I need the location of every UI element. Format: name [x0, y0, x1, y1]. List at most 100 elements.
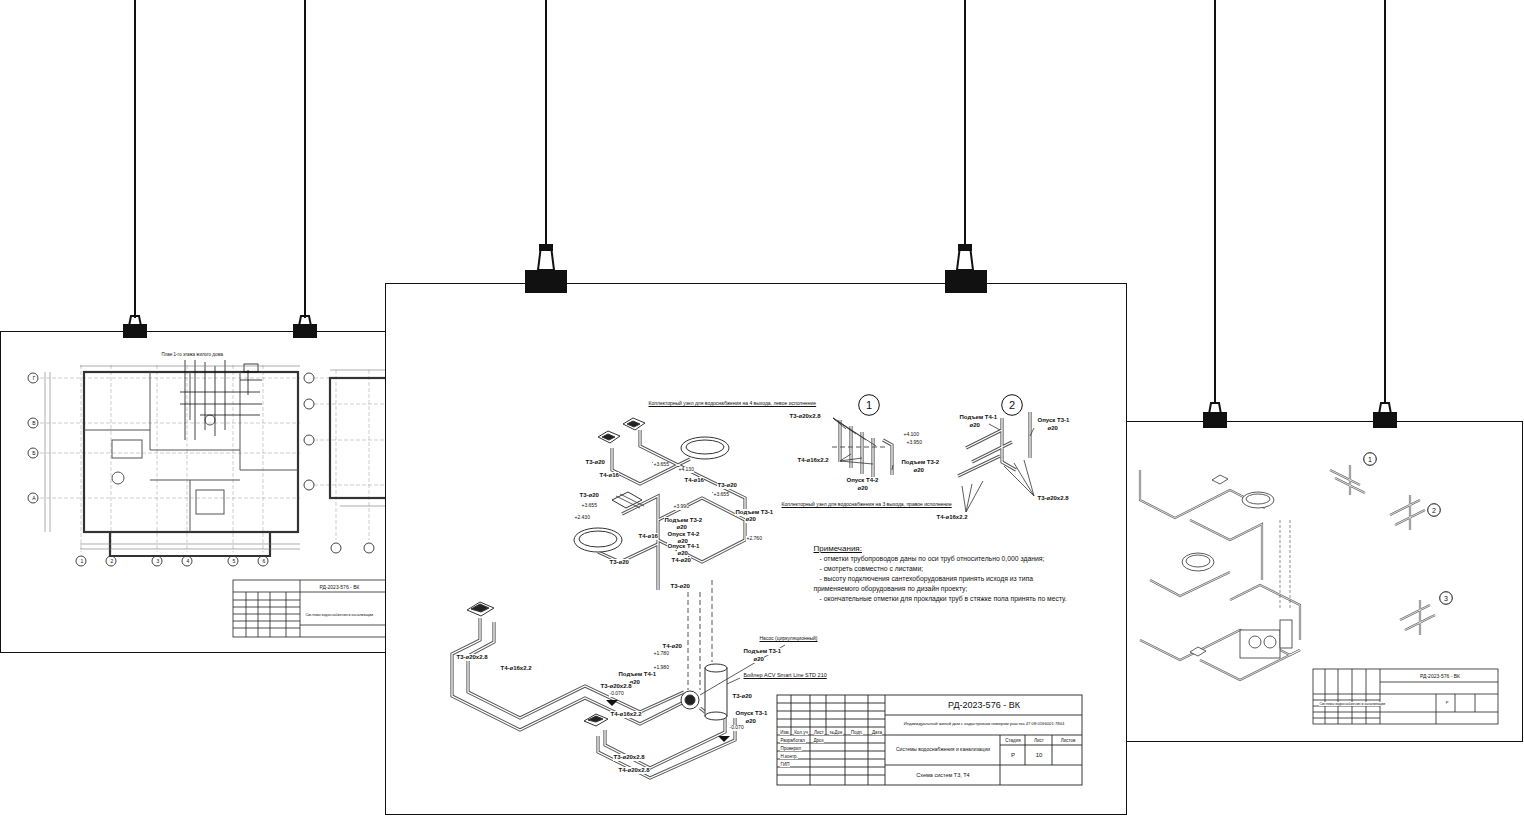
drawing-text: ø20	[745, 718, 756, 725]
drawing-text: Примечания:	[813, 544, 862, 553]
drawing-text: 3	[156, 559, 160, 565]
drawing-text: +1.780	[653, 651, 669, 657]
drawing-text: Р	[1010, 752, 1015, 759]
drawing-text: Коллекторный узел для водоснабжения на 3…	[781, 502, 952, 508]
drawing-text: +4.130	[678, 467, 694, 473]
drawing-text: 2	[110, 559, 114, 565]
drawing-text: РД-2023-576 - ВК	[319, 585, 360, 591]
drawing-text: Опуск Т4-2	[667, 531, 700, 538]
drawing-text: Коллекторный узел для водоснабжения на 4…	[648, 401, 817, 407]
drawing-text: Т4-ø16х2.2	[797, 457, 829, 464]
drawing-text: Т4-ø16	[638, 533, 658, 540]
drawing-text: Т3-ø20х2.8	[613, 754, 645, 761]
drawing-text: В	[32, 421, 36, 427]
drawing-text: Т3-ø20х2.8	[789, 413, 821, 420]
drawing-text: ø20	[676, 524, 687, 531]
drawing-text: - высоту подключения сантехоборудования …	[819, 575, 1033, 583]
drawing-text: Т3-ø20х2.8	[1037, 495, 1069, 502]
drawing-text: ø20	[677, 550, 688, 557]
drawing-text: ø20	[857, 485, 868, 492]
drawing-text: Системы водоснабжения и канализации	[896, 747, 991, 753]
drawing-text: Т3-ø20х2.8	[456, 654, 488, 661]
drawing-text: Подъем Т3-2	[664, 517, 703, 524]
drawing-text: Т4-ø16	[684, 477, 704, 484]
drawing-text: Подъем Т3-1	[735, 509, 774, 516]
drawing-text: - отметки трубопроводов даны по оси труб…	[819, 555, 1045, 563]
drawing-text: Индивидуальный жилой дом с кадастровым н…	[903, 722, 1064, 727]
drawing-text: №Док	[829, 730, 842, 735]
drawing-text: ø20	[913, 467, 924, 474]
drawing-text: Системы водоснабжения и канализации	[305, 613, 374, 617]
drawing-text: +3.655	[581, 503, 597, 509]
drawing-text: +1.980	[653, 665, 669, 671]
drawing-text: Р	[1445, 701, 1449, 706]
drawing-text: Т3-ø20	[732, 693, 752, 700]
drawing-text: ø20	[745, 516, 756, 523]
callout-number: 2	[1432, 507, 1436, 514]
drawing-text: -0.070	[729, 725, 744, 731]
drawing-text: +2.430	[574, 515, 590, 521]
drawing-text: 4	[186, 559, 190, 565]
drawing-text: ø20	[753, 656, 764, 663]
isometric-pipe-scheme	[385, 283, 1127, 815]
drawing-text: - смотреть совместно с листами;	[819, 565, 924, 573]
drawing-text: РД-2023-576 - ВК	[948, 700, 1021, 710]
drawing-text: Т4-ø20	[662, 643, 682, 650]
drawing-text: Н.контр.	[780, 754, 798, 759]
drawing-text: Т4-ø16х2.2	[500, 665, 532, 672]
drawing-text: -0.070	[609, 691, 624, 697]
callout-number: 2	[1009, 400, 1015, 411]
drawing-text: Кол.уч	[794, 730, 809, 735]
drawing-text: Т3-ø20	[585, 459, 605, 466]
drawing-text: +4.100	[903, 432, 919, 438]
drawing-text: ø20	[1047, 425, 1058, 432]
drawing-text: Системы водоснабжения и канализации	[1319, 702, 1386, 706]
drawing-text: +3.950	[906, 440, 922, 446]
callout-number: 1	[866, 400, 872, 411]
drawing-text: Т3-ø20	[717, 482, 737, 489]
drawing-text: Т3-ø20	[579, 492, 599, 499]
drawing-text: +2.760	[746, 536, 762, 542]
drawing-text: Т4-ø16х2.2	[936, 514, 968, 521]
drawing-text: Опуск Т4-1	[667, 543, 700, 550]
drawing-text: Бойлер ACV Smart Line STD 210	[743, 672, 827, 678]
drawing-text: ø20	[969, 422, 980, 429]
drawing-text: Г	[32, 376, 36, 382]
drawing-text: +3.655	[653, 462, 669, 468]
drawing-text: 10	[1035, 752, 1043, 759]
drawing-text: Дата	[872, 730, 883, 735]
drawing-text: Подъем Т3-1	[743, 648, 782, 655]
drawing-text: Изм.	[780, 730, 791, 735]
drawing-text: План 1-го этажа жилого дома	[161, 352, 224, 357]
drawing-text: Дроз	[813, 738, 824, 743]
drawing-text: Стадия	[1005, 738, 1021, 743]
drawing-text: 1	[80, 559, 84, 565]
callout-circle: 3	[1439, 591, 1453, 605]
drawing-text: применяемого оборудования по дизайн прое…	[813, 585, 968, 593]
drawing-text: +3.990	[673, 504, 689, 510]
drawing-text: Насос (циркуляционный)	[759, 636, 818, 642]
drawing-text: Схема систем Т3, Т4	[916, 772, 970, 778]
drawing-text: Подъем Т4-1	[618, 671, 657, 678]
drawing-sheet: Коллекторный узел для водоснабжения на 4…	[385, 283, 1127, 815]
drawing-text: А	[32, 496, 36, 502]
drawing-text: Т4-ø16х2.2	[610, 711, 642, 718]
callout-circle: 2	[1001, 394, 1023, 416]
drawing-text: Опуск Т3-1	[735, 710, 768, 717]
callout-circle: 1	[858, 394, 880, 416]
drawing-text: Подп.	[851, 730, 864, 735]
drawing-text: Лист	[1034, 738, 1045, 743]
drawing-text: Подъем Т4-1	[959, 414, 998, 421]
drawing-text: Т3-ø20	[670, 583, 690, 590]
drawing-text: Подъем Т3-2	[901, 459, 940, 466]
drawing-text: Т4-ø20	[671, 557, 691, 564]
drawing-text: 6	[262, 559, 266, 565]
drawing-text: Т3-ø20	[609, 559, 629, 566]
drawing-text: Листов	[1060, 738, 1076, 743]
callout-circle: 2	[1427, 503, 1441, 517]
callout-number: 1	[1368, 456, 1372, 463]
drawing-text: ГИП	[780, 762, 790, 767]
callout-number: 3	[1444, 595, 1448, 602]
drawing-text: РД-2023-576 - ВК	[1420, 674, 1461, 680]
drawing-text: Т3-ø20х2.8	[600, 683, 632, 690]
